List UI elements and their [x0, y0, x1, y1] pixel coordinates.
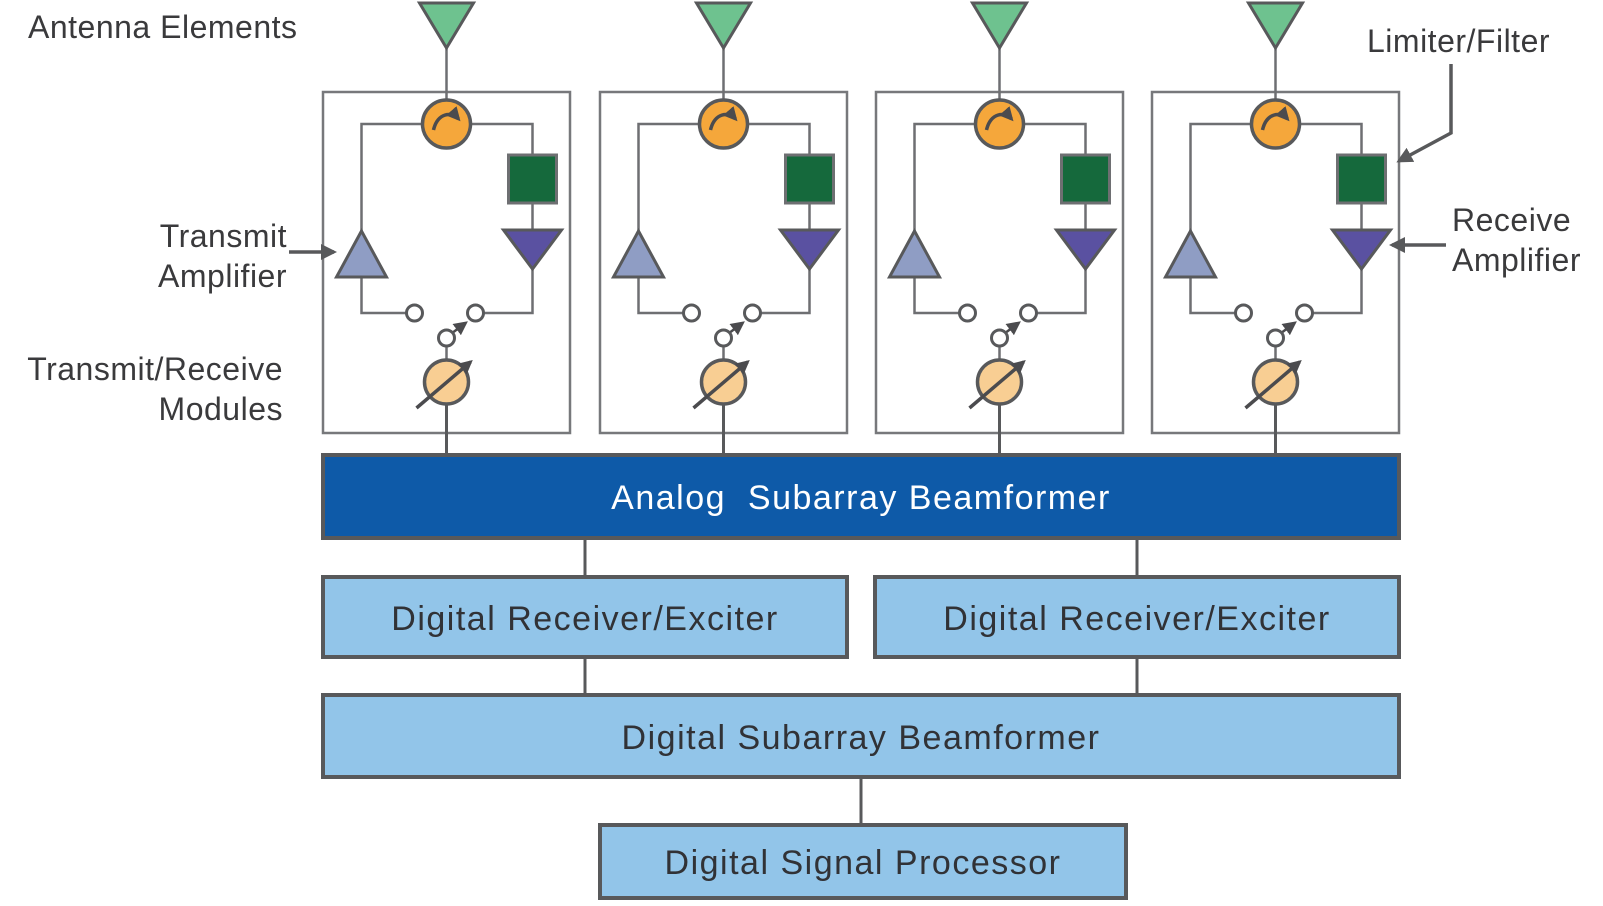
phase-shifter-arrow-icon: [415, 360, 473, 410]
switch-arm-pivot: [1266, 328, 1285, 348]
tr-module: [321, 1, 572, 456]
circulator-arrow-icon: [708, 106, 738, 131]
switch-arm-pivot: [437, 328, 456, 348]
transmit-amplifier-icon: [610, 227, 667, 279]
limiter-filter-arrow: [1396, 64, 1453, 163]
phase-shifter-arrow-icon: [1244, 360, 1302, 410]
label-transmit-amplifier-line2: Amplifier: [158, 258, 287, 294]
digital-subarray-beamformer-block: [321, 693, 1401, 779]
switch-contact-receive: [1295, 303, 1314, 323]
antenna-element-icon: [416, 1, 477, 51]
switch-contact-transmit: [1234, 303, 1253, 323]
limiter-filter-icon: [1336, 153, 1387, 205]
label-limiter-filter: Limiter/Filter: [1367, 23, 1550, 59]
circulator-icon: [420, 98, 473, 150]
circulator-arrow-icon: [984, 106, 1014, 131]
tr-module-wires: [360, 122, 534, 361]
switch-arm-arrow-icon: [729, 321, 745, 336]
receive-amplifier-icon: [500, 228, 565, 272]
phase-shifter-arrow-icon: [968, 360, 1026, 410]
digital-receiver-exciter-right-block: [873, 575, 1401, 659]
switch-contact-receive: [743, 303, 762, 323]
label-transmit-receive-modules-line1: Transmit/Receive: [27, 351, 283, 387]
switch-contact-receive: [1019, 303, 1038, 323]
label-transmit-amplifier-line1: Transmit: [160, 218, 287, 254]
digital-receiver-exciter-right-label: Digital Receiver/Exciter: [943, 600, 1330, 638]
phase-shifter-arrow-icon: [692, 360, 750, 410]
label-antenna-elements: Antenna Elements: [28, 9, 298, 45]
switch-contact-transmit: [958, 303, 977, 323]
tr-module-wires: [637, 122, 811, 361]
antenna-element-icon: [1245, 1, 1306, 51]
label-receive-amplifier-line1: Receive: [1452, 202, 1571, 238]
switch-contact-receive: [466, 303, 485, 323]
antenna-element-icon: [969, 1, 1030, 51]
circulator-icon: [973, 98, 1026, 150]
tr-module-wires: [913, 122, 1087, 361]
digital-subarray-beamformer-label: Digital Subarray Beamformer: [622, 719, 1101, 757]
analog-subarray-beamformer-block: [321, 453, 1401, 540]
transmit-amplifier-icon: [1162, 227, 1219, 279]
tr-module-wires: [1189, 122, 1363, 361]
switch-arm-pivot: [714, 328, 733, 348]
switch-arm-arrow-icon: [1281, 321, 1297, 336]
receive-amplifier-icon: [1053, 228, 1118, 272]
label-transmit-receive-modules-line2: Modules: [159, 391, 283, 427]
limiter-filter-icon: [507, 153, 558, 205]
limiter-filter-icon: [784, 153, 835, 205]
receive-amplifier-icon: [1329, 228, 1394, 272]
digital-signal-processor-block: [598, 823, 1128, 900]
digital-signal-processor-label: Digital Signal Processor: [665, 844, 1062, 882]
limiter-filter-icon: [1060, 153, 1111, 205]
tr-module: [598, 1, 849, 456]
antenna-element-icon: [693, 1, 754, 51]
switch-arm-arrow-icon: [452, 321, 468, 336]
switch-arm-pivot: [990, 328, 1009, 348]
circulator-icon: [697, 98, 750, 150]
circulator-arrow-icon: [1260, 106, 1290, 131]
label-receive-amplifier-line2: Amplifier: [1452, 242, 1581, 278]
receive-amplifier-icon: [777, 228, 842, 272]
circulator-arrow-icon: [431, 106, 461, 131]
digital-receiver-exciter-left-label: Digital Receiver/Exciter: [391, 600, 778, 638]
transmit-amplifier-icon: [886, 227, 943, 279]
transmit-amplifier-icon: [333, 227, 390, 279]
tr-modules-layer: [321, 1, 1401, 456]
circulator-icon: [1249, 98, 1302, 150]
switch-contact-transmit: [682, 303, 701, 323]
digital-receiver-exciter-left-block: [321, 575, 849, 659]
tr-module: [1150, 1, 1401, 456]
switch-contact-transmit: [405, 303, 424, 323]
analog-beamformer-label: Analog Subarray Beamformer: [611, 479, 1111, 517]
switch-arm-arrow-icon: [1005, 321, 1021, 336]
tr-module: [874, 1, 1125, 456]
